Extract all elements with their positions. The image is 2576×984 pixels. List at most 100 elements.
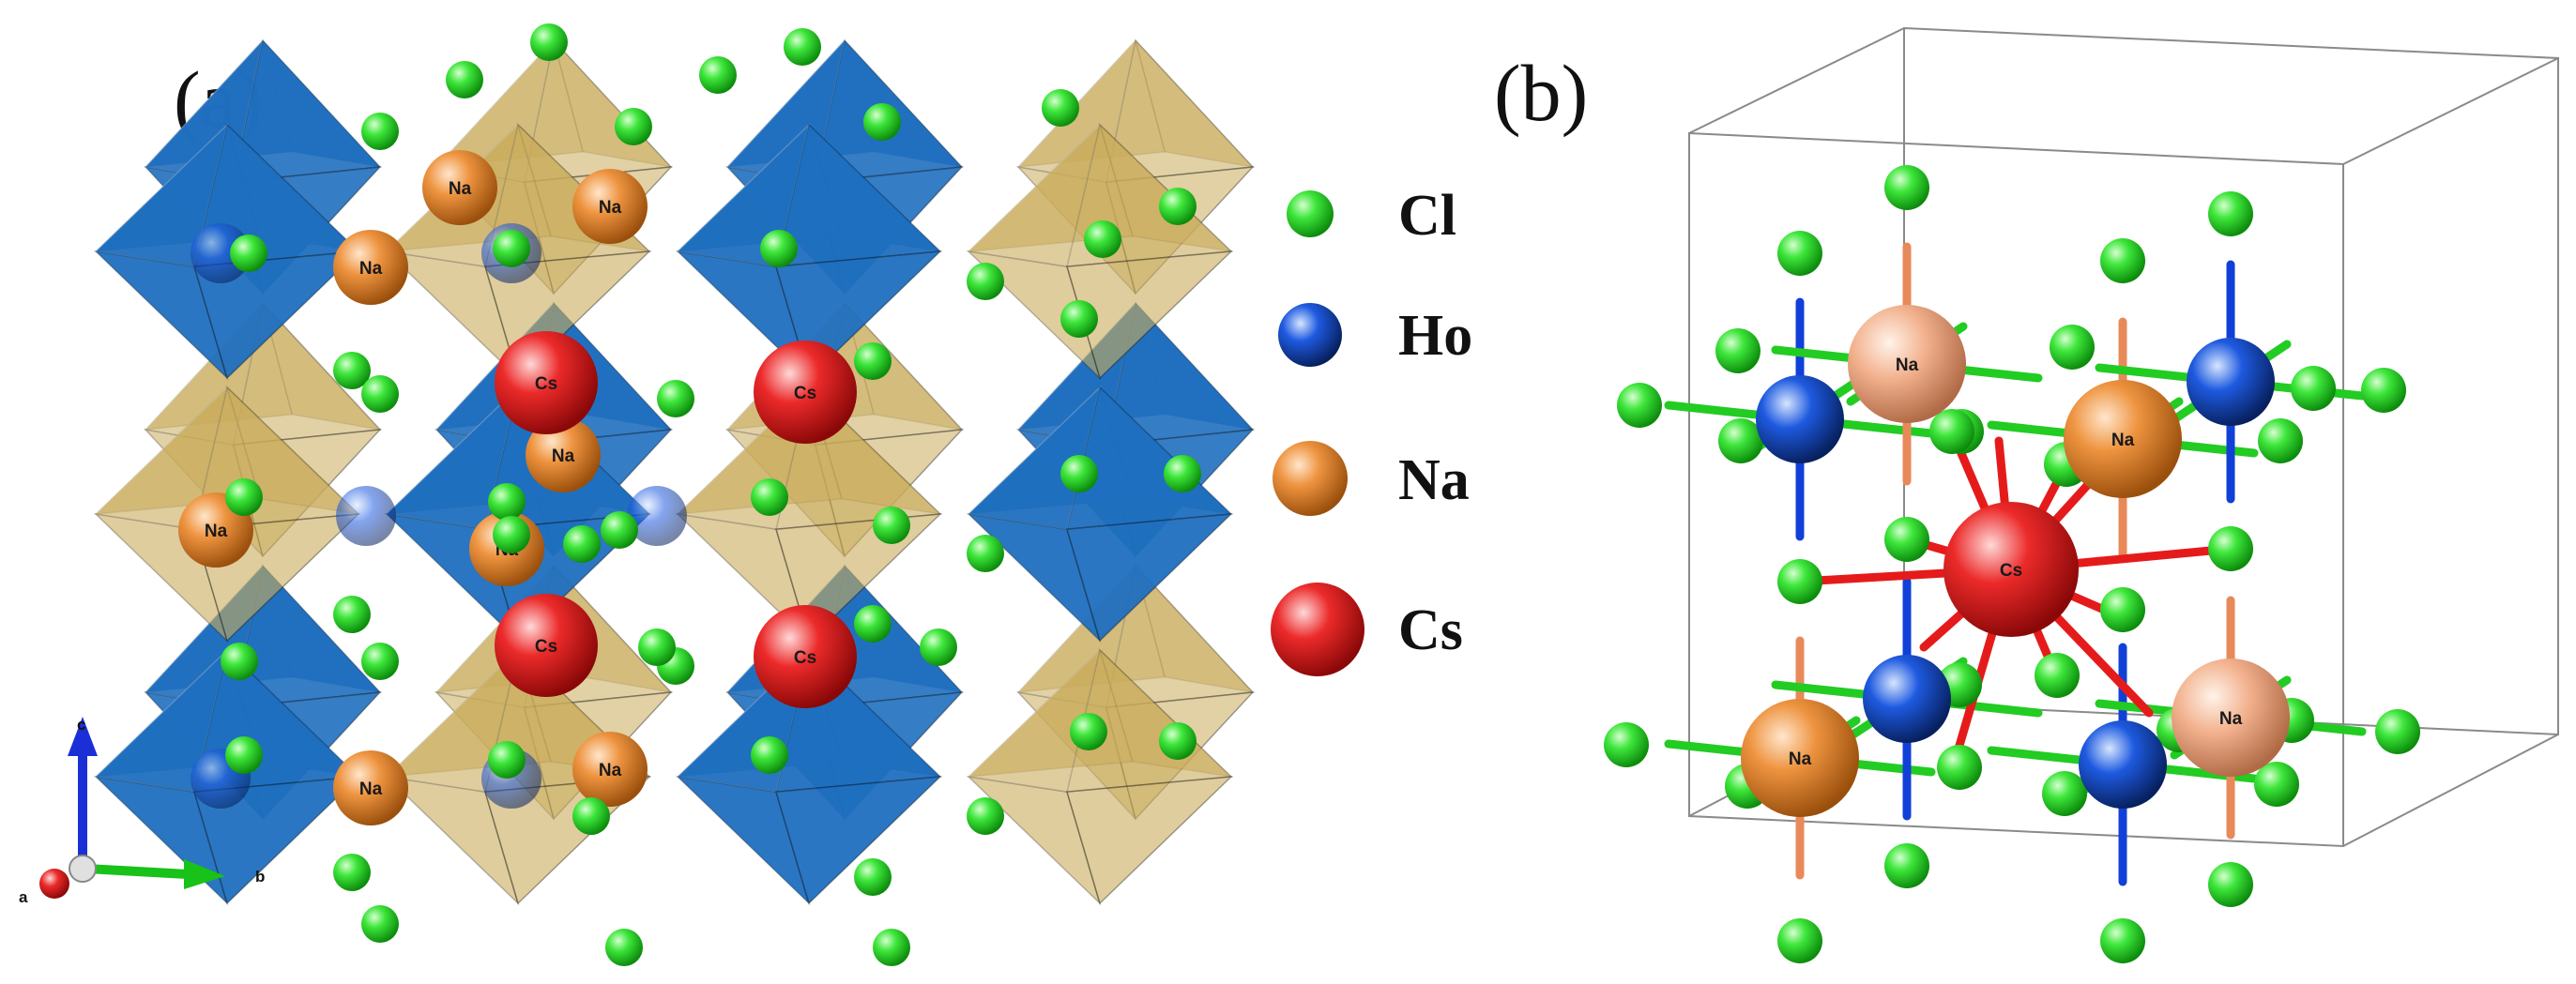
cl-atom (563, 525, 601, 563)
cl-atom (2361, 368, 2406, 413)
na-atom (1741, 699, 1859, 817)
cl-atom (361, 113, 399, 150)
legend-label-cs: Cs (1398, 598, 1463, 662)
octahedron-face (193, 250, 361, 380)
cl-atom (2258, 418, 2303, 463)
cl-atom (699, 56, 737, 94)
octahedron-face (193, 776, 361, 905)
cl-atom (572, 797, 610, 835)
na-atom (333, 750, 408, 825)
cl-atom (1159, 188, 1197, 225)
cl-atom (854, 342, 892, 380)
cl-atom (784, 28, 821, 66)
na-atom (422, 150, 497, 225)
legend: Cl Ho Na Cs (1271, 184, 1472, 676)
cl-atom (1617, 383, 1662, 428)
cl-atom (1937, 745, 1982, 790)
ho-atom (1756, 375, 1844, 463)
cl-atom (1070, 713, 1107, 750)
na-atom-label: Na (2111, 431, 2135, 450)
cl-atom (1777, 231, 1822, 276)
cs-atom (495, 594, 598, 697)
cs-atom-label: Cs (535, 637, 557, 657)
cl-atom (2100, 918, 2145, 963)
ho-atom (2079, 720, 2167, 809)
cs-atom (495, 331, 598, 434)
na-atom-label: Na (552, 447, 575, 466)
cell-edge (2342, 57, 2559, 165)
cl-atom (361, 905, 399, 943)
ho-atom (191, 223, 251, 283)
legend-label-cl: Cl (1398, 184, 1456, 248)
na-atom-icon (1273, 441, 1348, 516)
cl-atom (967, 263, 1004, 300)
cl-atom (1884, 843, 1929, 888)
cl-atom (638, 628, 676, 666)
cl-atom (1718, 418, 1763, 463)
axis-triad: c b a (19, 716, 265, 906)
octahedron-face (1105, 564, 1255, 709)
cl-atom (1715, 328, 1761, 373)
cl-atom (967, 535, 1004, 572)
cl-atom (2100, 238, 2145, 283)
legend-label-na: Na (1398, 448, 1470, 512)
cl-atom (854, 858, 892, 896)
cl-atom (760, 230, 798, 267)
cl-atom (333, 352, 371, 389)
cl-atom (446, 61, 483, 98)
cl-atom (2375, 709, 2420, 754)
ho-atom (1863, 655, 1951, 743)
na-atom (1848, 305, 1966, 423)
cl-atom (2208, 862, 2253, 907)
ho-atom (2187, 338, 2275, 426)
cl-atom (920, 628, 957, 666)
cs-atom-label: Cs (794, 384, 816, 403)
octahedron-face (775, 776, 943, 905)
cl-atom (601, 511, 638, 549)
cl-atom (2208, 526, 2253, 571)
na-atom (2064, 380, 2182, 498)
b-axis-arrow (85, 864, 189, 879)
octahedron-face (484, 776, 652, 905)
cs-atom-label: Cs (535, 374, 557, 394)
cl-atom (605, 929, 643, 966)
cl-atom (2208, 191, 2253, 236)
cl-atom (1777, 918, 1822, 963)
cs-atom-label: Cs (794, 648, 816, 668)
legend-label-ho: Ho (1398, 304, 1472, 368)
na-atom (2172, 659, 2290, 777)
octahedron-face (1066, 776, 1234, 905)
cs-atom (1943, 502, 2079, 637)
cl-atom (873, 507, 910, 544)
cl-atom (873, 929, 910, 966)
cs-atom (754, 605, 857, 708)
cl-atom (361, 375, 399, 413)
na-atom (572, 169, 648, 244)
b-axis-arrowhead (184, 859, 225, 889)
na-atom-label: Na (1896, 356, 1919, 375)
na-atom-label: Na (599, 198, 622, 218)
cl-atom (1164, 455, 1201, 492)
cl-atom (493, 230, 530, 267)
na-atom-label: Na (449, 179, 472, 199)
a-axis-marker (39, 869, 69, 899)
na-octahedron (966, 647, 1234, 906)
cl-atom (2042, 771, 2087, 816)
ho-octahedron (93, 122, 361, 381)
cl-atom (615, 108, 652, 145)
cl-atom (230, 235, 267, 272)
legend-item-cs: Cs (1271, 583, 1463, 676)
ho-atom (336, 486, 396, 546)
cl-atom (2254, 762, 2299, 807)
na-atom-label: Na (359, 259, 383, 279)
cl-atom (2291, 366, 2336, 411)
axis-label-b: b (255, 868, 265, 886)
cl-atom (1604, 722, 1649, 767)
ho-atom (627, 486, 687, 546)
cl-atom (225, 478, 263, 516)
na-atom-label: Na (359, 780, 383, 799)
cl-atom (1084, 220, 1121, 258)
cl-atom (751, 736, 788, 774)
